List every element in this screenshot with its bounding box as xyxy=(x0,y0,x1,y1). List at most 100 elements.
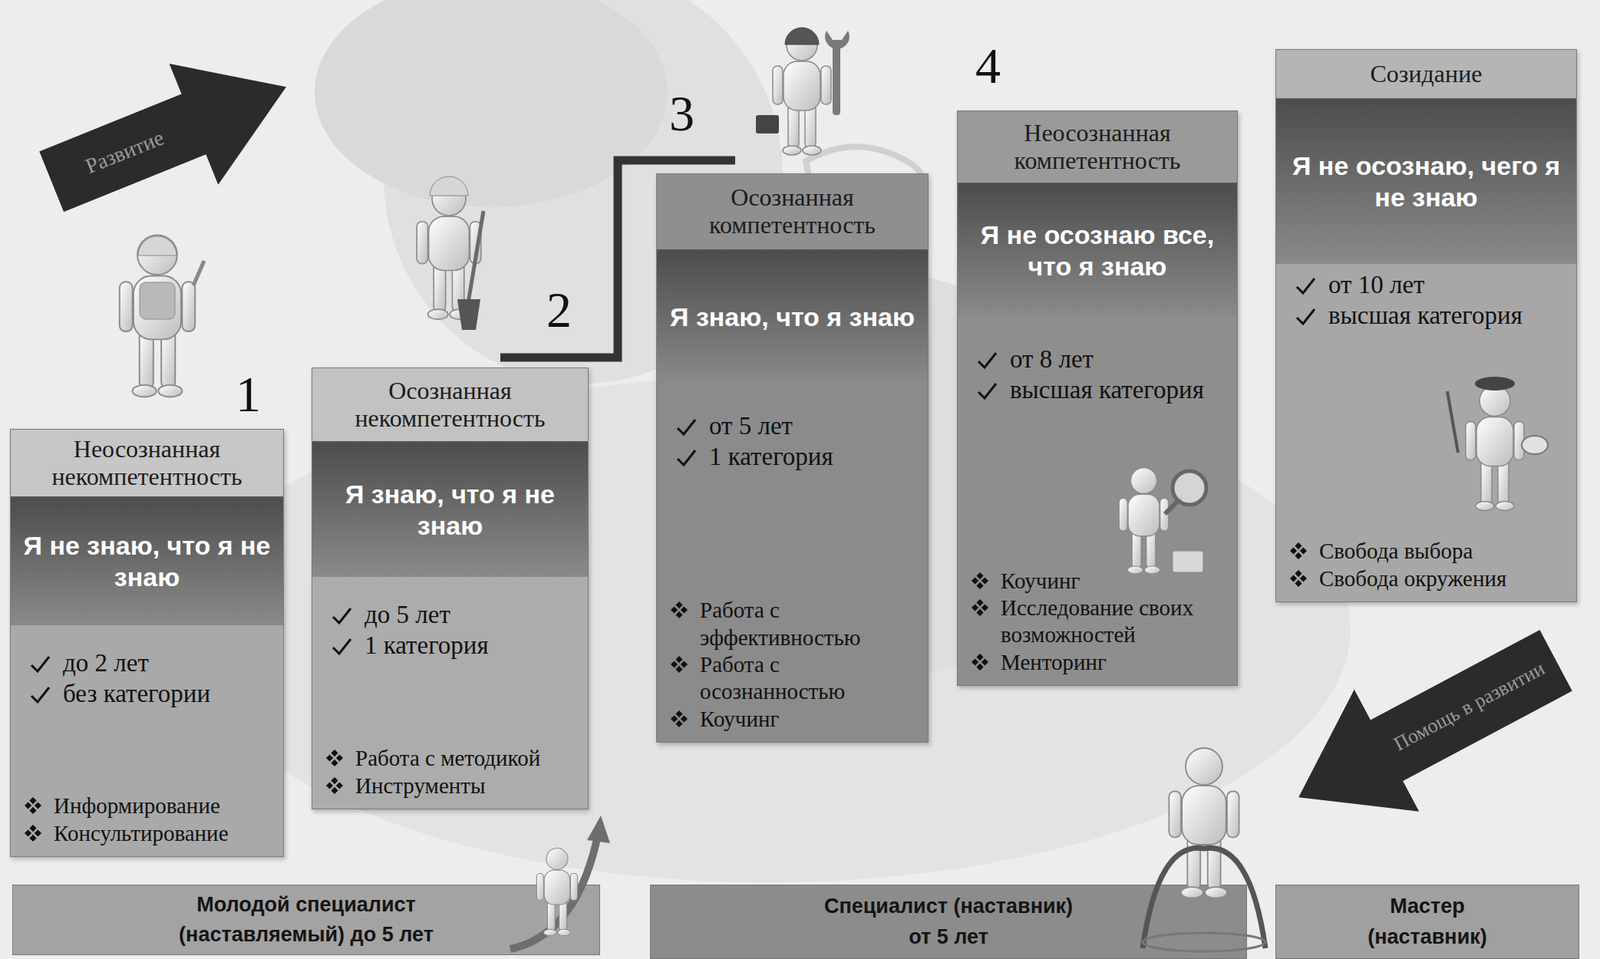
role-text: Молодой специалист (наставляемый) до 5 л… xyxy=(148,890,464,951)
statement-band: Я знаю, что я знаю xyxy=(656,250,928,384)
bullet-text: Информирование xyxy=(53,792,221,820)
statement-band: Я не знаю, что я не знаю xyxy=(10,498,284,626)
callout-number: 1 xyxy=(235,366,261,423)
stage-column: Созидание от 10 летвысшая категорияСвобод… xyxy=(1275,49,1577,603)
role-band: Молодой специалист (наставляемый) до 5 л… xyxy=(12,884,601,956)
check-text: 1 категория xyxy=(709,442,834,473)
bullet-item: Консультирование xyxy=(10,820,284,848)
check-mark xyxy=(330,605,353,627)
shovel-figure xyxy=(416,176,484,330)
bullet-symbol xyxy=(24,824,42,842)
check-text: от 5 лет xyxy=(709,411,793,443)
stage-column: Осознанная некомпетентность до 5 лет1 кат… xyxy=(311,367,589,810)
bullet-text: Исследование своих возможностей xyxy=(1000,594,1230,650)
bullet-text: Работа с осознанностью xyxy=(699,651,921,706)
bullet-text: Работа с методикой xyxy=(355,745,541,772)
bullet-text: Инструменты xyxy=(355,772,486,800)
statement-band: Я не осознаю все, что я знаю xyxy=(957,184,1238,317)
callout-number: 3 xyxy=(669,85,695,142)
check-text: до 2 лет xyxy=(62,648,149,680)
check-mark xyxy=(976,349,998,372)
statement-text: Я не знаю, что я не знаю xyxy=(19,530,274,594)
column-spacer xyxy=(312,660,588,746)
statement-text: Я знаю, что я знаю xyxy=(669,301,915,334)
column-spacer xyxy=(10,709,284,793)
bullet-symbol xyxy=(670,710,688,728)
check-text: от 10 лет xyxy=(1328,270,1426,301)
bullet-item: Работа с эффективностью xyxy=(656,597,928,652)
arrow-label: Развитие xyxy=(43,93,207,210)
bullet-symbol xyxy=(1289,570,1307,588)
check-text: от 8 лет xyxy=(1009,344,1094,376)
bullet-symbol xyxy=(326,777,344,795)
role-band: Специалист (наставник) от 5 лет xyxy=(649,884,1248,959)
bullet-symbol xyxy=(971,653,989,671)
column-spacer xyxy=(1276,330,1577,538)
check-mark xyxy=(675,447,697,469)
callout-number: 2 xyxy=(546,282,572,339)
bullet-text: Коучинг xyxy=(1000,567,1080,595)
bullet-symbol xyxy=(326,749,344,767)
check-item: без категории xyxy=(10,679,284,710)
worker-figure xyxy=(119,234,205,397)
check-item: высшая категория xyxy=(1276,300,1577,332)
column-heading: Неосознанная некомпетентность xyxy=(10,429,284,499)
check-text: высшая категория xyxy=(1009,375,1205,406)
bullet-item: Инструменты xyxy=(312,772,588,800)
check-item: до 2 лет xyxy=(10,648,284,680)
bullet-item: Информирование xyxy=(10,792,284,820)
check-item: 1 категория xyxy=(656,442,928,473)
column-heading: Неосознанная компетентность xyxy=(957,111,1238,185)
wrench-figure xyxy=(755,27,850,156)
check-text: без категории xyxy=(62,679,211,710)
bullet-item: Свобода выбора xyxy=(1276,537,1577,565)
bullet-item: Исследование своих возможностей xyxy=(957,594,1238,650)
bullet-item: Коучинг xyxy=(656,705,928,733)
cable-figure xyxy=(1134,741,1274,955)
bullet-symbol xyxy=(1289,542,1307,560)
check-mark xyxy=(976,380,998,403)
check-item: от 5 лет xyxy=(656,411,928,443)
statement-text: Я не осознаю все, что я знаю xyxy=(966,219,1228,283)
bullet-text: Консультирование xyxy=(53,820,229,848)
bullet-text: Коучинг xyxy=(699,705,779,733)
statement-band: Я не осознаю, чего я не знаю xyxy=(1276,99,1577,264)
bullet-symbol xyxy=(971,599,989,617)
column-spacer xyxy=(656,471,928,598)
check-mark xyxy=(330,636,353,658)
bullet-text: Менторинг xyxy=(1000,649,1107,677)
bullet-text: Свобода выбора xyxy=(1319,537,1473,565)
check-mark xyxy=(29,653,51,676)
check-text: высшая категория xyxy=(1328,300,1523,332)
role-band: Мастер (наставник) xyxy=(1275,884,1580,959)
statement-band: Я знаю, что я не знаю xyxy=(312,442,588,578)
check-mark xyxy=(675,416,697,439)
bullet-symbol xyxy=(670,601,688,619)
check-item: высшая категория xyxy=(957,375,1238,406)
stage-column: Неосознанная компетентность от 8 летвысша… xyxy=(956,110,1238,687)
check-mark xyxy=(1294,275,1317,297)
bullet-text: Работа с эффективностью xyxy=(699,597,921,652)
statement-text: Я не осознаю, чего я не знаю xyxy=(1285,150,1568,214)
bullet-text: Свобода окружения xyxy=(1319,565,1507,593)
stage-column: Осознанная компетентностьот 5 лет1 катег… xyxy=(656,173,929,743)
check-mark xyxy=(1294,306,1317,328)
column-heading: Осознанная некомпетентность xyxy=(312,368,588,443)
check-item: 1 категория xyxy=(312,630,588,662)
bullet-symbol xyxy=(24,797,42,815)
role-text: Специалист (наставник) от 5 лет xyxy=(818,891,1079,952)
check-item: от 8 лет xyxy=(957,344,1238,376)
bullet-item: Свобода окружения xyxy=(1276,565,1577,593)
check-text: до 5 лет xyxy=(364,600,451,631)
callout-number: 4 xyxy=(975,38,1001,95)
role-text: Мастер (наставник) xyxy=(1346,891,1508,952)
bullet-item: Коучинг xyxy=(957,567,1238,595)
check-item: от 10 лет xyxy=(1276,270,1577,301)
bullet-symbol xyxy=(971,572,989,590)
bullet-item: Работа с осознанностью xyxy=(656,651,928,706)
statement-text: Я знаю, что я не знаю xyxy=(321,478,579,542)
bullet-item: Менторинг xyxy=(957,649,1238,677)
painter-figure xyxy=(1441,368,1549,522)
check-text: 1 категория xyxy=(364,630,489,662)
column-heading: Созидание xyxy=(1276,49,1577,100)
